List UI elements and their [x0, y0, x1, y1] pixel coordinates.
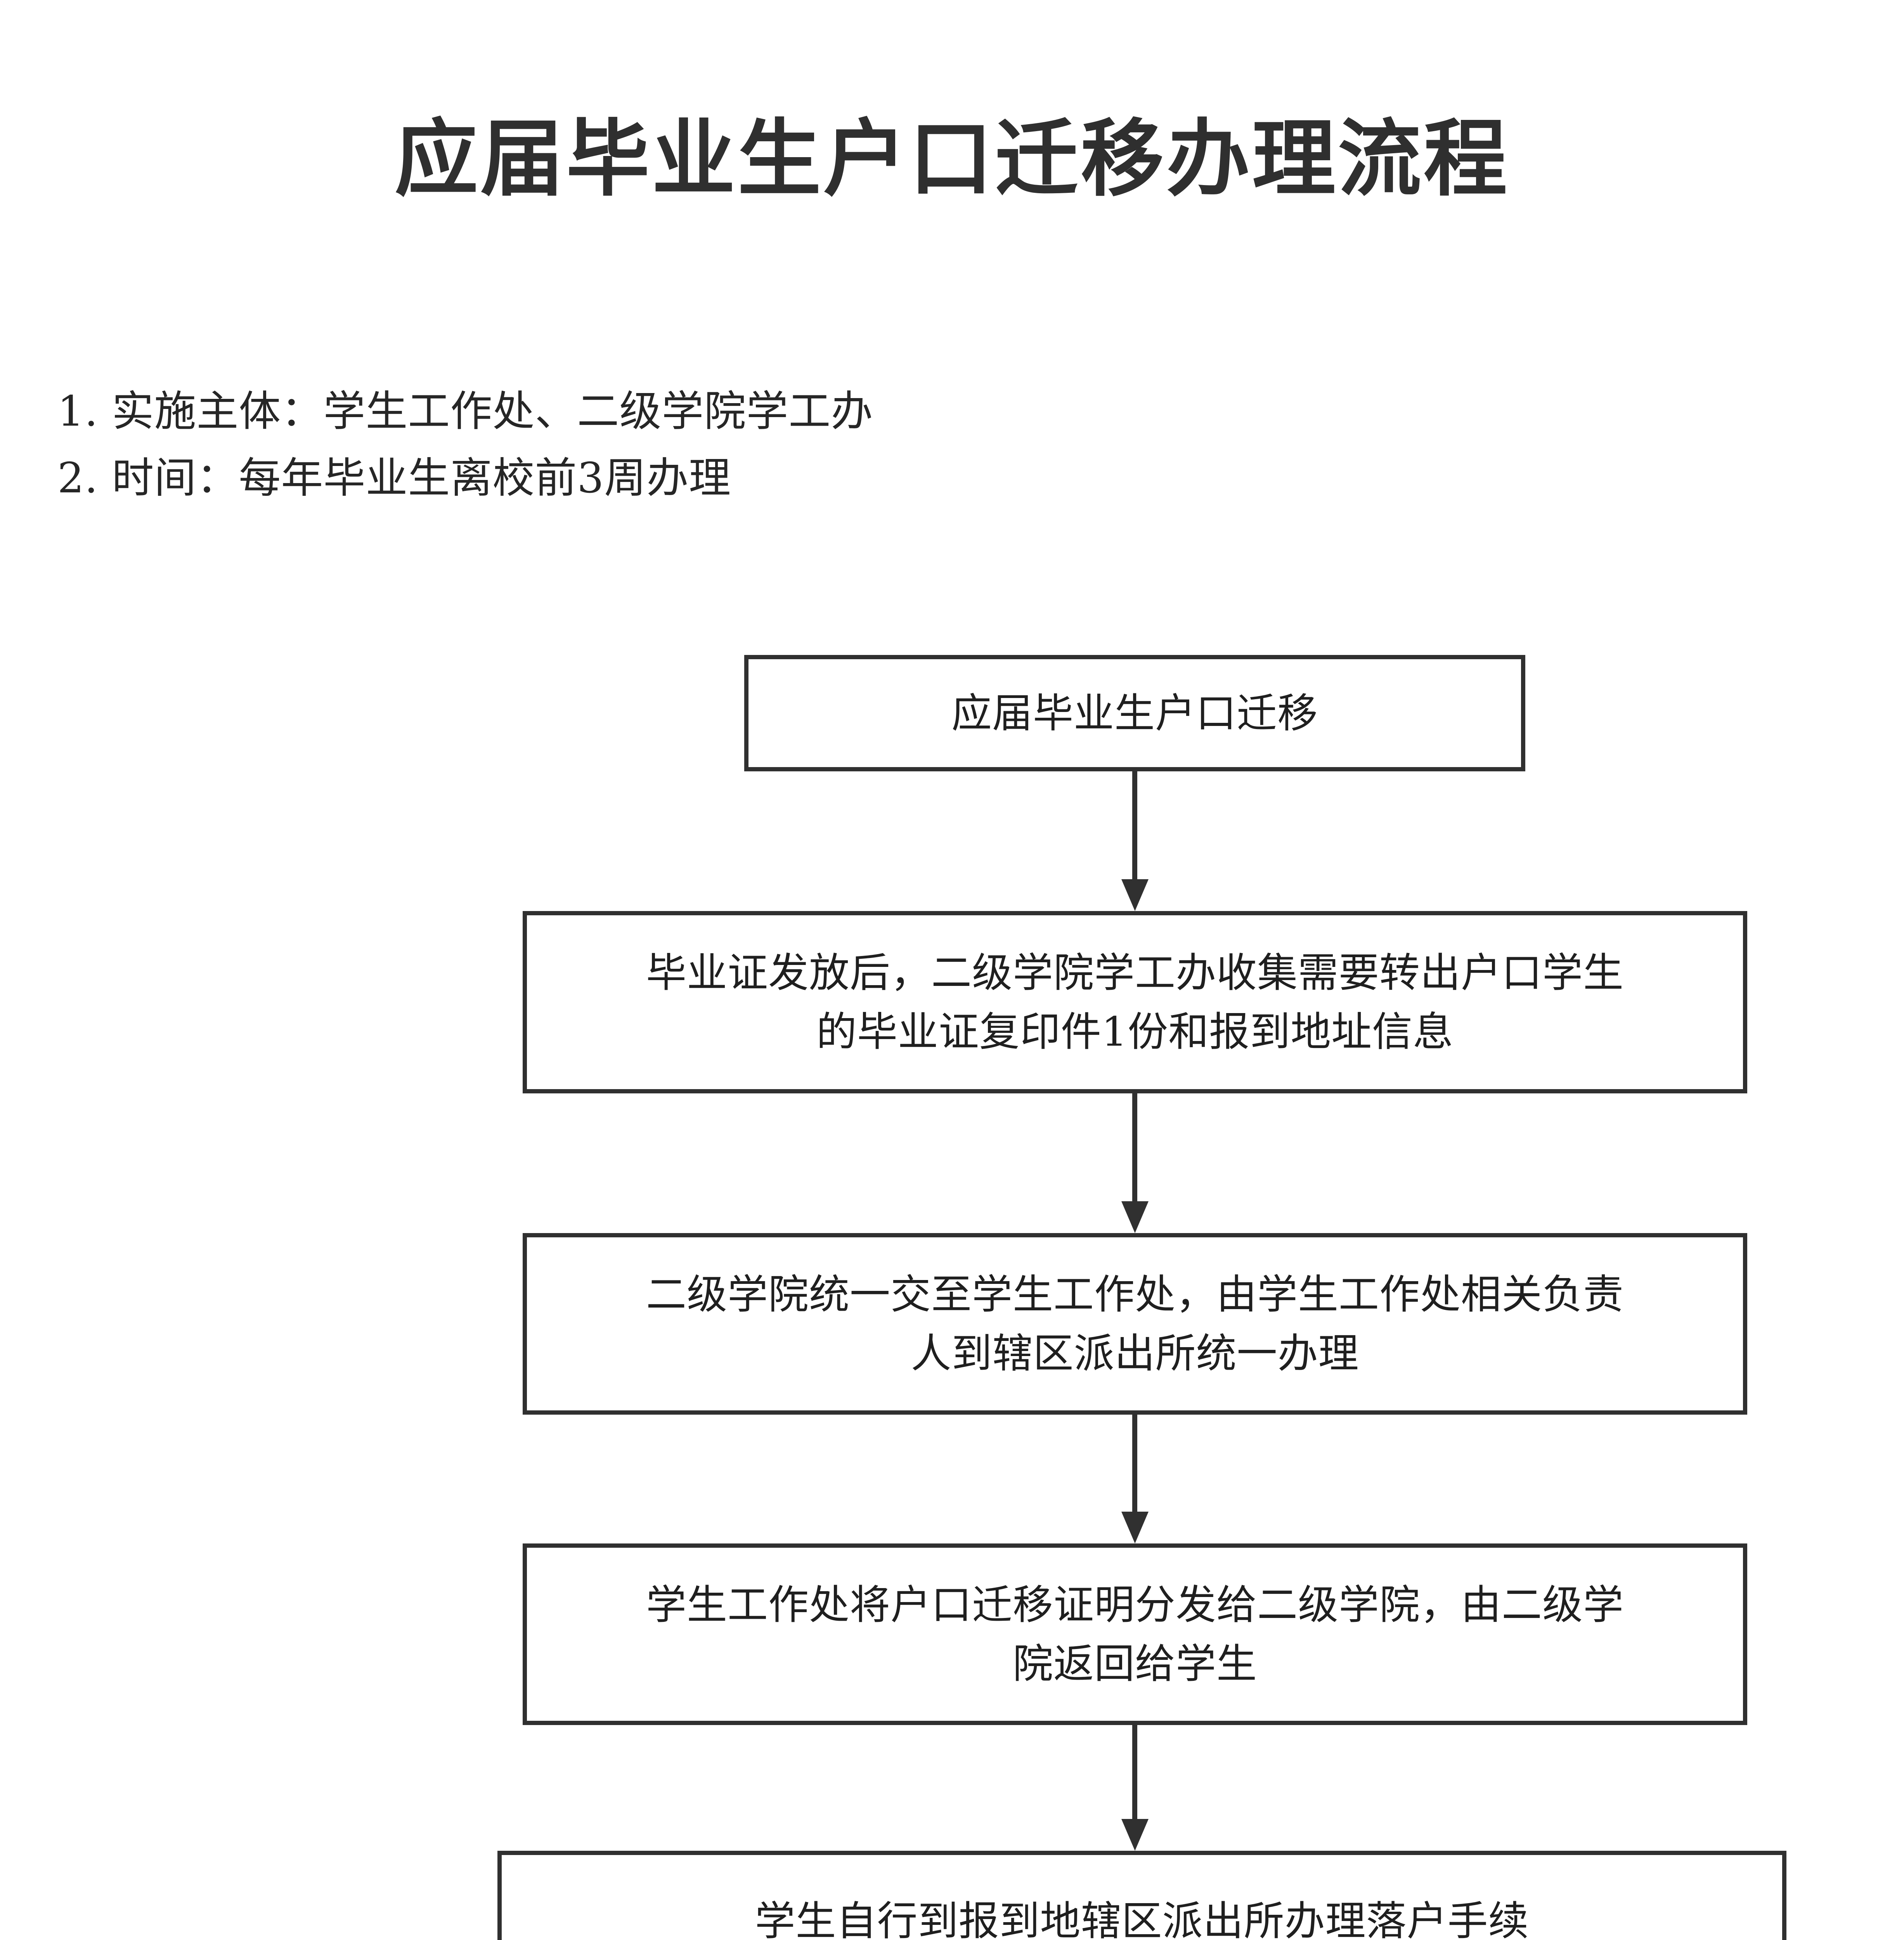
flow-node-line: 学生自行到报到地辖区派出所办理落户手续: [755, 1897, 1529, 1940]
flow-node-line: 应届毕业生户口迁移: [951, 689, 1318, 737]
flow-node-collect-diploma-copies[interactable]: 毕业证发放后，二级学院学工办收集需要转出户口学生 的毕业证复印件1份和报到地址信…: [523, 911, 1747, 1093]
arrow-shaft: [1132, 1093, 1137, 1201]
flow-node-text: 学生工作处将户口迁移证明分发给二级学院，由二级学 院返回给学生: [636, 1575, 1634, 1693]
flow-node-text: 应届毕业生户口迁移: [941, 684, 1328, 743]
flow-arrow-down-icon-4: [1117, 1725, 1152, 1851]
intro-block: 1. 实施主体：学生工作处、二级学院学工办 2. 时间：每年毕业生离校前3周办理: [57, 378, 1454, 512]
arrow-shaft: [1132, 1725, 1137, 1819]
flow-node-graduate-hukou-transfer[interactable]: 应届毕业生户口迁移: [744, 655, 1525, 771]
arrow-head: [1121, 1201, 1149, 1233]
page-title: 应届毕业生户口迁移办理流程: [395, 110, 1509, 208]
intro-line-implementing-body: 1. 实施主体：学生工作处、二级学院学工办: [57, 387, 873, 436]
flow-node-text: 二级学院统一交至学生工作处，由学生工作处相关负责 人到辖区派出所统一办理: [636, 1265, 1634, 1383]
flow-node-line: 毕业证发放后，二级学院学工办收集需要转出户口学生: [646, 949, 1624, 996]
flow-node-line: 院返回给学生: [1012, 1640, 1257, 1687]
arrow-head: [1121, 879, 1149, 911]
flow-node-line: 二级学院统一交至学生工作处，由学生工作处相关负责: [646, 1271, 1624, 1318]
flow-node-line: 人到辖区派出所统一办理: [911, 1330, 1359, 1377]
flow-node-distribute-certificates[interactable]: 学生工作处将户口迁移证明分发给二级学院，由二级学 院返回给学生: [523, 1543, 1747, 1725]
flow-node-text: 学生自行到报到地辖区派出所办理落户手续: [745, 1892, 1539, 1940]
arrow-shaft: [1132, 1415, 1137, 1512]
flow-node-line: 学生工作处将户口迁移证明分发给二级学院，由二级学: [646, 1581, 1624, 1628]
arrow-head: [1121, 1512, 1149, 1543]
flow-node-text: 毕业证发放后，二级学院学工办收集需要转出户口学生 的毕业证复印件1份和报到地址信…: [636, 943, 1634, 1061]
flow-arrow-down-icon-2: [1117, 1093, 1152, 1233]
flow-node-line: 的毕业证复印件1份和报到地址信息: [816, 1008, 1454, 1055]
flow-node-submit-to-student-affairs[interactable]: 二级学院统一交至学生工作处，由学生工作处相关负责 人到辖区派出所统一办理: [523, 1233, 1747, 1415]
intro-line-timing: 2. 时间：每年毕业生离校前3周办理: [57, 454, 731, 502]
arrow-head: [1121, 1819, 1149, 1851]
flow-arrow-down-icon-3: [1117, 1415, 1152, 1543]
flow-node-student-registers-at-police-station[interactable]: 学生自行到报到地辖区派出所办理落户手续: [497, 1851, 1786, 1940]
arrow-shaft: [1132, 771, 1137, 879]
flow-arrow-down-icon-1: [1117, 771, 1152, 911]
